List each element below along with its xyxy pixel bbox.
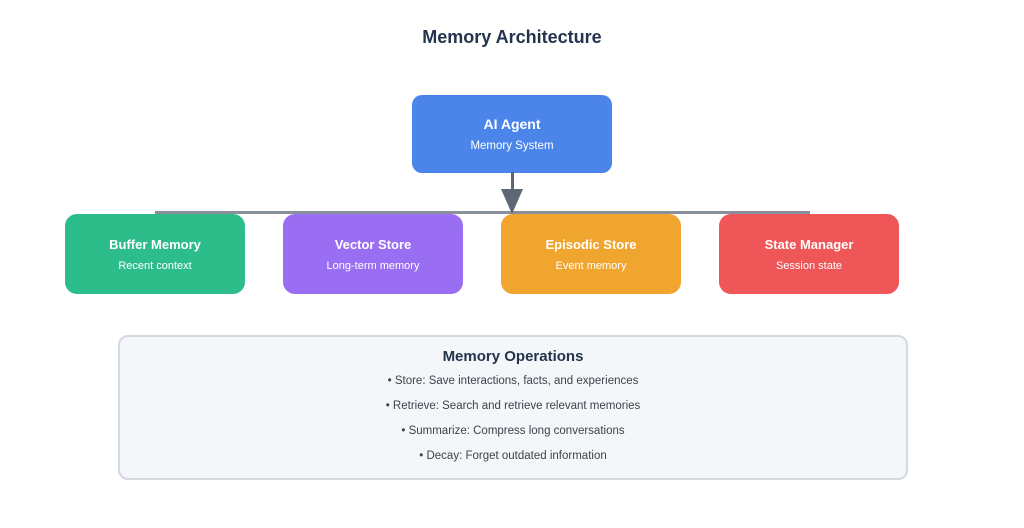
node-vector-store-title: Vector Store <box>334 236 412 252</box>
arrowhead-down-icon <box>501 189 523 214</box>
node-episodic-store-subtitle: Event memory <box>555 259 627 272</box>
memory-operations-title: Memory Operations <box>442 348 584 365</box>
operation-item-summarize: • Summarize: Compress long conversations <box>401 425 625 437</box>
node-vector-store: Vector Store Long-term memory <box>283 214 463 294</box>
connector-horizontal-line <box>155 211 810 214</box>
node-buffer-memory-title: Buffer Memory <box>109 236 201 252</box>
operation-item-retrieve: • Retrieve: Search and retrieve relevant… <box>385 400 641 412</box>
node-ai-agent-subtitle: Memory System <box>470 140 554 152</box>
node-ai-agent-title: AI Agent <box>483 116 541 132</box>
node-state-manager: State Manager Session state <box>719 214 899 294</box>
node-vector-store-subtitle: Long-term memory <box>326 259 420 272</box>
memory-operations-panel: Memory Operations • Store: Save interact… <box>118 335 908 480</box>
node-buffer-memory: Buffer Memory Recent context <box>65 214 245 294</box>
node-episodic-store: Episodic Store Event memory <box>501 214 681 294</box>
connector-stem <box>511 172 514 194</box>
operation-item-decay: • Decay: Forget outdated information <box>419 450 607 462</box>
node-state-manager-subtitle: Session state <box>775 259 843 272</box>
node-state-manager-title: State Manager <box>764 236 854 252</box>
node-episodic-store-title: Episodic Store <box>545 236 637 252</box>
operation-item-store: • Store: Save interactions, facts, and e… <box>387 375 639 387</box>
diagram-title: Memory Architecture <box>422 27 602 47</box>
node-buffer-memory-subtitle: Recent context <box>118 259 192 272</box>
node-ai-agent: AI Agent Memory System <box>412 95 612 173</box>
